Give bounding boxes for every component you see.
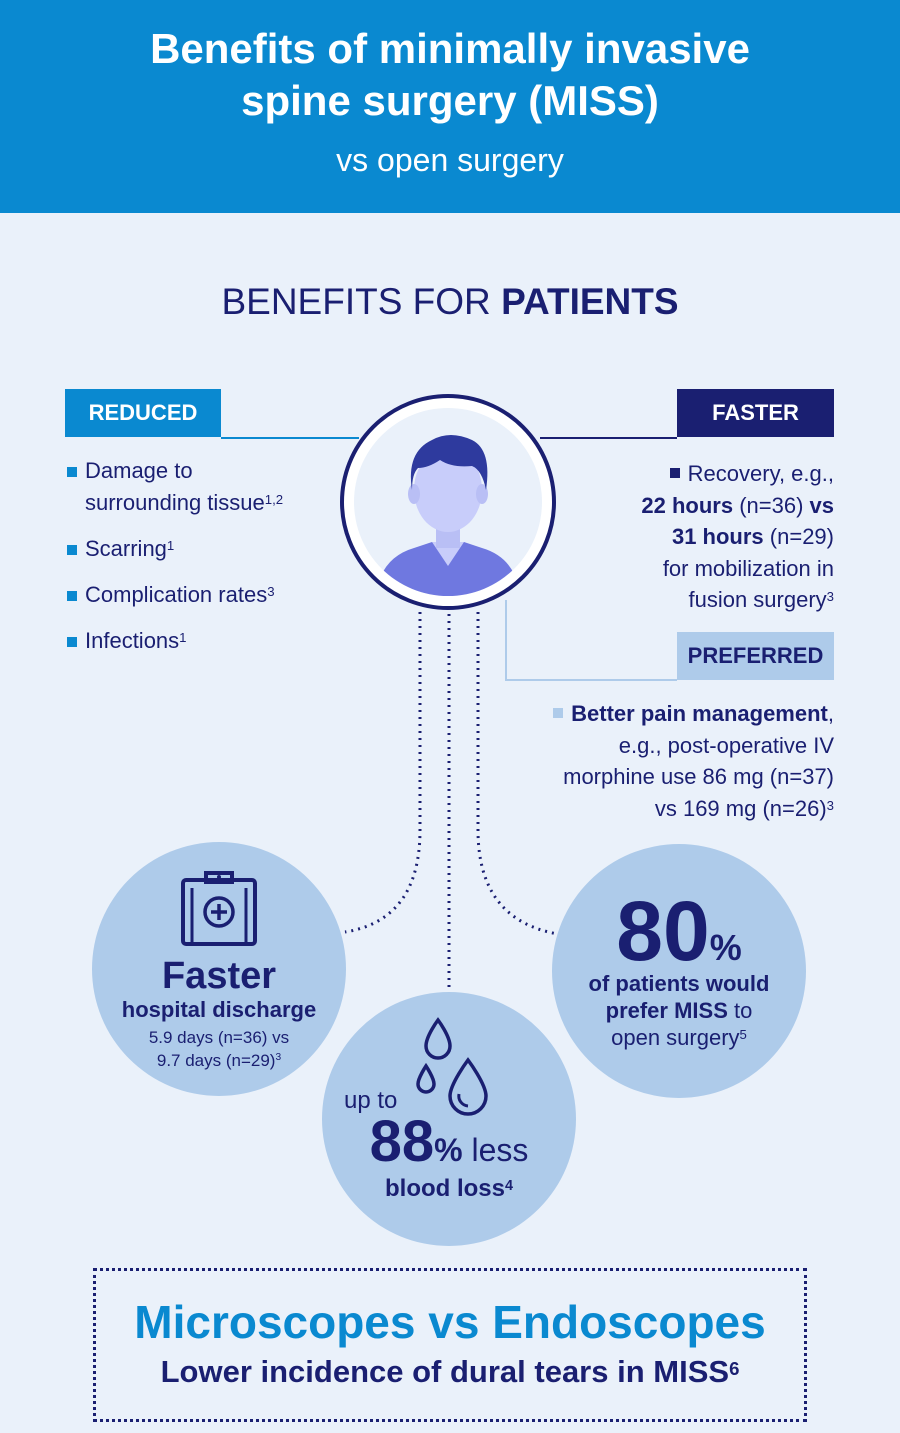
blood-value-line: 88% less [369, 1109, 529, 1174]
list-item: Damage to surrounding tissue1,2 [65, 455, 345, 519]
discharge-bubble: Faster hospital discharge 5.9 days (n=36… [92, 842, 346, 1096]
comparison-box: Microscopes vs Endoscopes Lower incidenc… [93, 1268, 807, 1422]
person-avatar-icon [376, 435, 520, 596]
discharge-line2: 9.7 days (n=29)3 [156, 1051, 282, 1070]
section-title: BENEFITS FOR PATIENTS [0, 280, 900, 324]
discharge-title: Faster [161, 955, 277, 997]
reduced-connector-line [221, 437, 359, 439]
blood-up-to: up to [344, 1087, 398, 1114]
bullet-square [669, 468, 680, 478]
avatar [340, 394, 556, 610]
page-title-line1: Benefits of minimally invasive [150, 25, 750, 72]
preferred-tag: PREFERRED [677, 632, 834, 680]
prefer-line3: open surgery5 [611, 1025, 747, 1050]
comparison-title: Microscopes vs Endoscopes [134, 1296, 766, 1348]
comparison-subtitle: Lower incidence of dural tears in MISS6 [160, 1354, 740, 1389]
prefer-bubble: 80% of patients would prefer MISS to ope… [552, 844, 806, 1098]
list-item: Scarring1 [65, 533, 345, 565]
blood-value: 88 [369, 1109, 435, 1174]
reduced-tag: REDUCED [65, 389, 221, 437]
preferred-text: Better pain management, e.g., post-opera… [494, 698, 834, 824]
clipboard-medical-icon [181, 871, 257, 946]
faster-text: Recovery, e.g., 22 hours (n=36) vs 31 ho… [641, 461, 834, 612]
prefer-line2: prefer MISS to [605, 998, 753, 1023]
prefer-value: 80 [616, 884, 710, 978]
blood-label: blood loss4 [384, 1175, 513, 1202]
blood-drops-icon [416, 1017, 488, 1116]
dotted-line-discharge [344, 612, 422, 934]
discharge-line1: 5.9 days (n=36) vs [148, 1028, 290, 1047]
faster-connector-line [540, 437, 677, 439]
reduced-list: Damage to surrounding tissue1,2 Scarring… [65, 455, 345, 671]
list-item: Infections1 [65, 625, 345, 657]
bullet-square [553, 708, 564, 718]
page-subtitle: vs open surgery [336, 142, 564, 178]
blood-loss-bubble: up to 88% less blood loss4 [322, 992, 576, 1246]
page-title-line2: spine surgery (MISS) [241, 77, 659, 124]
list-item: Complication rates3 [65, 579, 345, 611]
prefer-line1: of patients would [588, 971, 770, 996]
faster-tag: FASTER [677, 389, 834, 437]
section-title-prefix: BENEFITS FOR [221, 281, 491, 322]
section-title-bold: PATIENTS [501, 281, 679, 322]
prefer-value-line: 80% [616, 884, 742, 978]
discharge-subtitle: hospital discharge [121, 997, 317, 1022]
header-banner: Benefits of minimally invasive spine sur… [0, 0, 900, 213]
